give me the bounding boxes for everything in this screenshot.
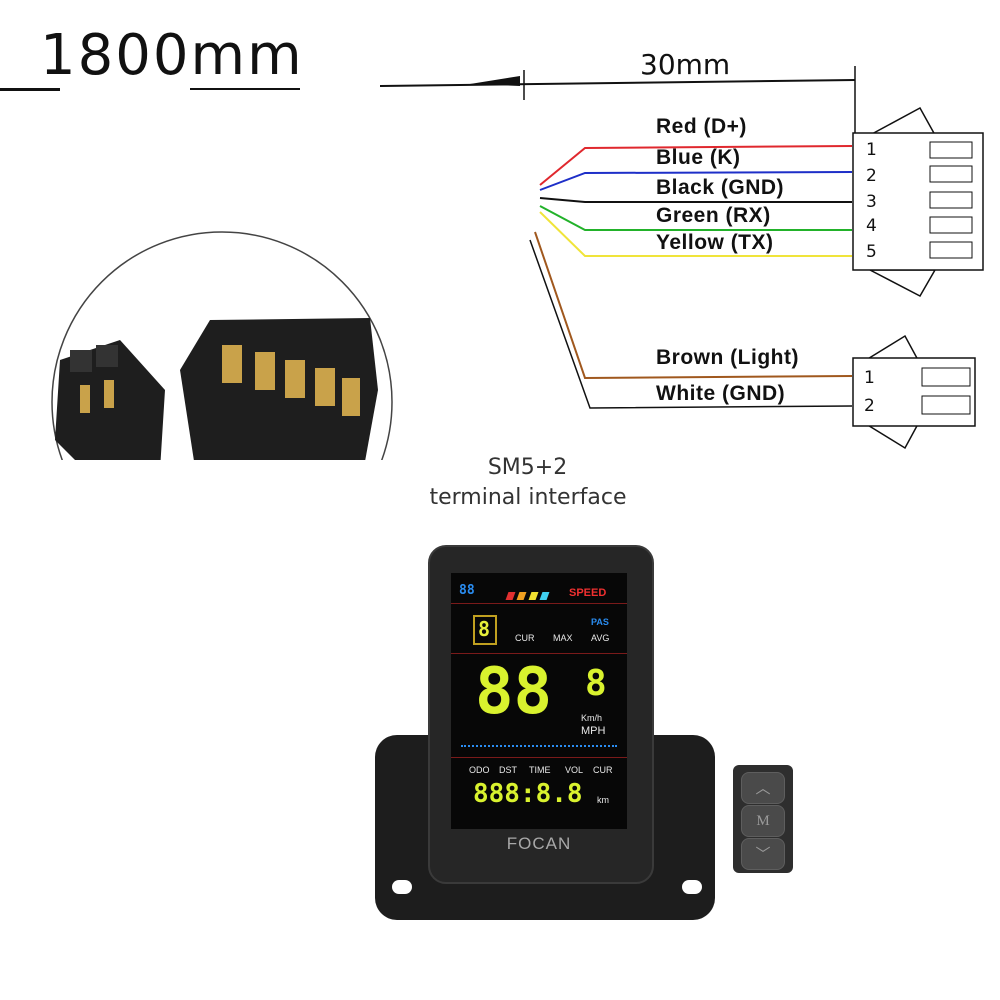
pin-number-2pin-1: 1 (864, 368, 875, 388)
connector-photo (51, 231, 393, 460)
speed-main-digits: 88 (475, 655, 553, 729)
connector-5pin-housing (852, 106, 984, 297)
pin-number-5: 5 (866, 242, 877, 262)
mount-hole-right (682, 880, 702, 894)
status-icons-row (461, 745, 617, 753)
lcd-divider-mid (451, 653, 627, 654)
caption-interface: terminal interface (429, 485, 627, 510)
wire-white (529, 239, 853, 409)
wire-red (539, 145, 853, 186)
dimension-line (379, 79, 856, 87)
remote-down-button[interactable]: ﹀ (741, 838, 785, 870)
odometer-digits: 888:8.8 (473, 779, 583, 809)
cable-length-label: 1800mm (40, 23, 304, 88)
lcd-divider-bottom (451, 757, 627, 758)
wire-label-yellow: Yellow (TX) (656, 231, 774, 254)
mode-label-time: TIME (529, 765, 551, 775)
icon-label-avg: AVG (591, 633, 610, 643)
cable-length-underline (0, 88, 60, 91)
wire-label-green: Green (RX) (656, 204, 771, 227)
wire-label-red: Red (D+) (656, 115, 747, 138)
pin-number-3: 3 (866, 192, 877, 212)
connector-2pin-housing (852, 334, 976, 450)
unit-mph: MPH (581, 725, 606, 737)
wiring-diagram (51, 66, 984, 460)
mode-label-vol: VOL (565, 765, 584, 775)
pin-number-2: 2 (866, 166, 877, 186)
wire-label-blue: Blue (K) (656, 146, 741, 169)
gear-digit: 8 (478, 617, 491, 641)
icon-label-max: MAX (553, 633, 573, 643)
icon-label-cur: CUR (515, 633, 535, 643)
mode-label-cur: CUR (593, 765, 613, 775)
unit-kmh: Km/h (581, 713, 603, 723)
wire-brown (534, 231, 853, 380)
caption-model: SM5+2 (487, 455, 568, 480)
mode-label-dst: DST (499, 765, 517, 775)
wire-black (539, 197, 852, 203)
battery-digits: 88 (459, 583, 475, 598)
wire-label-white: White (GND) (656, 382, 786, 405)
mode-label-odo: ODO (469, 765, 490, 775)
wire-green (539, 205, 852, 231)
wire-blue (539, 171, 853, 191)
remote-mode-button[interactable]: M (741, 805, 785, 837)
pin-number-2pin-2: 2 (864, 396, 875, 416)
speed-label: SPEED (569, 587, 607, 599)
pin-number-4: 4 (866, 216, 877, 236)
lcd-divider-top (451, 603, 627, 604)
lcd-screen: 88 SPEED 8 CUR MAX AVG PAS 88 8 Km/h MPH… (451, 573, 627, 829)
odometer-unit: km (597, 795, 609, 805)
remote-up-button[interactable]: ︿ (741, 772, 785, 804)
cable-length-rule (190, 88, 300, 90)
pin-number-1: 1 (866, 140, 877, 160)
dimension-arrow (470, 76, 520, 86)
mount-hole-left (392, 880, 412, 894)
pas-label: PAS (591, 617, 609, 627)
lead-length-label: 30mm (640, 48, 731, 81)
wire-label-brown: Brown (Light) (656, 346, 799, 369)
speed-decimal-digit: 8 (585, 663, 607, 704)
brand-logo: FOCAN (506, 834, 572, 853)
gear-box (473, 615, 497, 645)
wire-label-black: Black (GND) (656, 176, 785, 199)
wire-yellow (539, 211, 852, 257)
